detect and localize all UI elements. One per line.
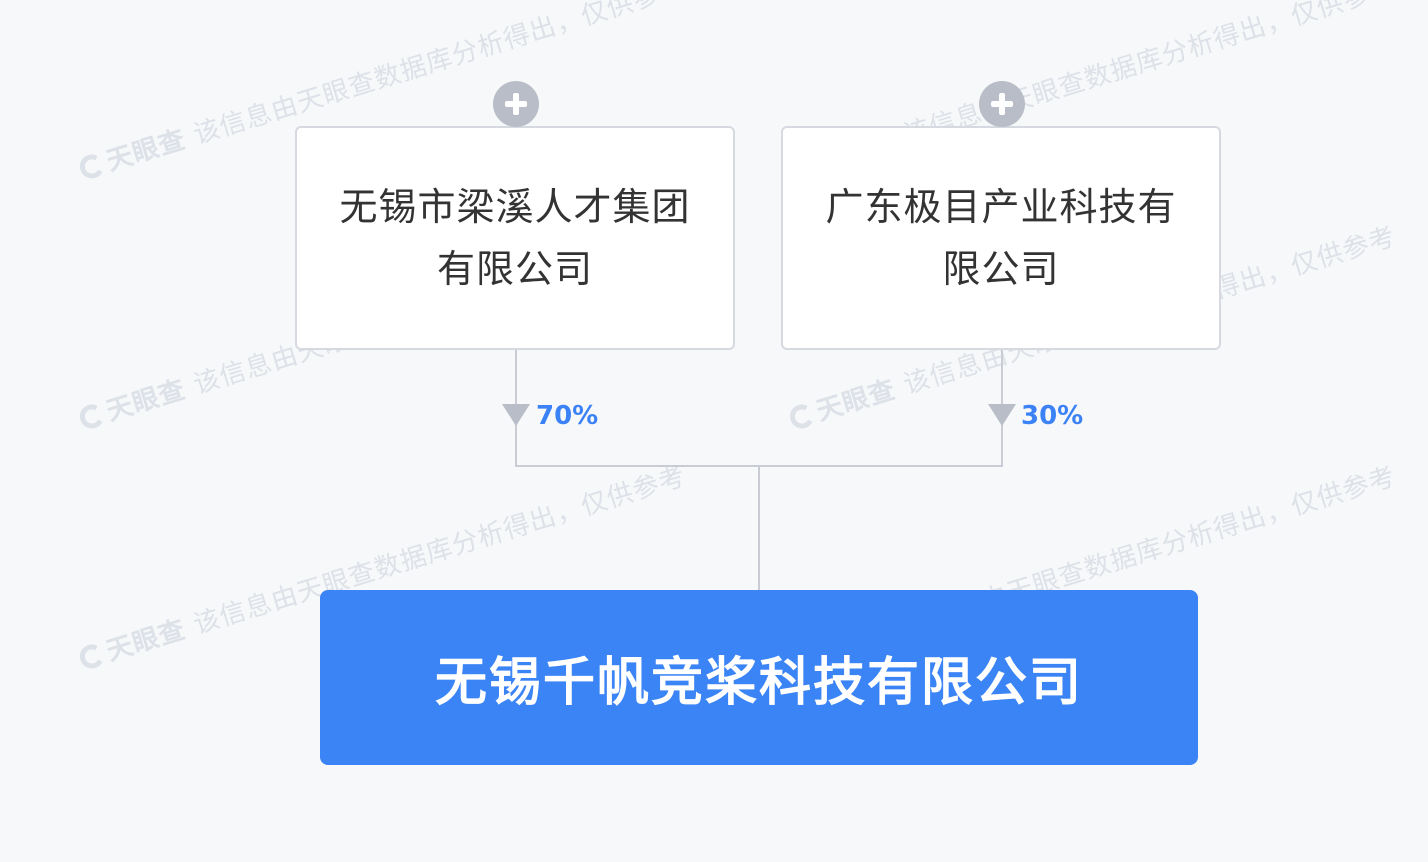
share-percent-label: 30% xyxy=(1021,401,1084,431)
target-company-card[interactable]: 无锡千帆竞桨科技有限公司 xyxy=(320,590,1198,765)
expand-shareholder-1-button[interactable] xyxy=(493,81,539,127)
shareholder-card-2[interactable]: 广东极目产业科技有限公司 xyxy=(781,126,1221,350)
share-percent-label: 70% xyxy=(536,401,599,431)
shareholder-name: 广东极目产业科技有限公司 xyxy=(825,185,1177,291)
company-name: 无锡千帆竞桨科技有限公司 xyxy=(434,653,1083,713)
expand-shareholder-2-button[interactable] xyxy=(979,81,1025,127)
shareholder-name: 无锡市梁溪人才集团有限公司 xyxy=(339,185,691,291)
triangle-down-icon xyxy=(502,404,530,426)
triangle-down-icon xyxy=(988,404,1016,426)
shareholder-card-1[interactable]: 无锡市梁溪人才集团有限公司 xyxy=(295,126,735,350)
